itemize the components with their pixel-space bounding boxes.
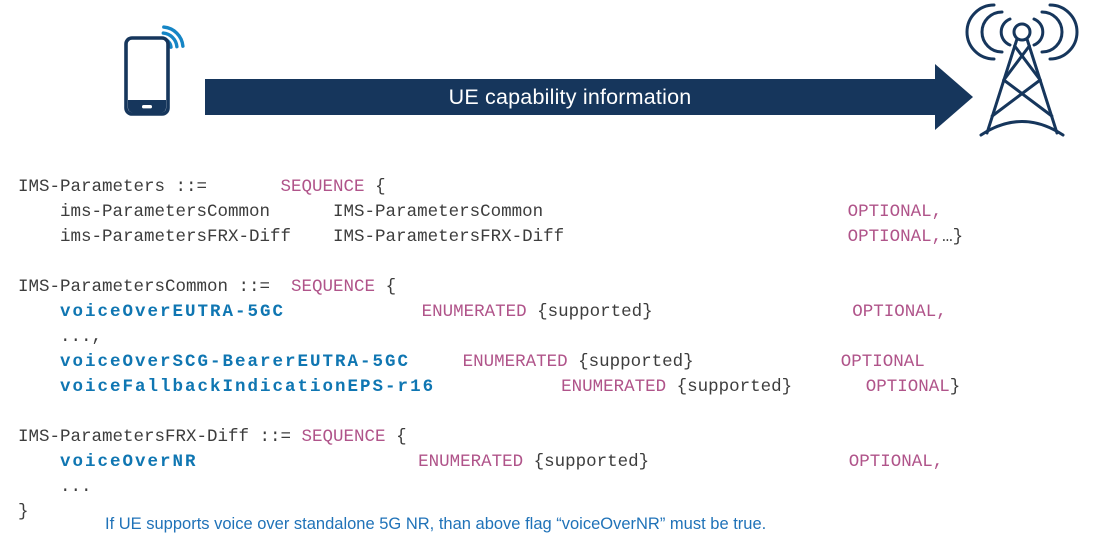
right-arrow [205, 64, 973, 130]
code-line: IMS-ParametersCommon ::= SEQUENCE { [18, 276, 397, 297]
asn1-code-block: IMS-Parameters ::= SEQUENCE { ims-Parame… [18, 175, 963, 525]
code-line: voiceOverEUTRA-5GC ENUMERATED {supported… [60, 301, 947, 322]
code-line [18, 250, 963, 275]
code-line: ... [18, 476, 92, 497]
phone-body [124, 36, 170, 116]
home-button [142, 105, 152, 109]
caption-note: If UE supports voice over standalone 5G … [105, 515, 767, 533]
code-line [18, 400, 963, 425]
code-line: voiceOverSCG-BearerEUTRA-5GC ENUMERATED … [60, 351, 925, 372]
code-line: voiceOverNR ENUMERATED {supported} OPTIO… [60, 451, 944, 472]
code-line: voiceFallbackIndicationEPS-r16 ENUMERATE… [60, 376, 961, 397]
code-line: ims-ParametersCommon IMS-ParametersCommo… [18, 201, 943, 222]
arrow-label: UE capability information [448, 84, 692, 109]
code-line: IMS-ParametersFRX-Diff ::= SEQUENCE { [18, 426, 407, 447]
code-line: ..., [18, 326, 103, 347]
phone-icon [124, 25, 185, 116]
code-line: ims-ParametersFRX-Diff IMS-ParametersFRX… [18, 226, 964, 247]
code-line: IMS-Parameters ::= SEQUENCE { [18, 176, 386, 197]
radio-tower-icon [965, 3, 1079, 137]
code-line: } [18, 501, 29, 522]
